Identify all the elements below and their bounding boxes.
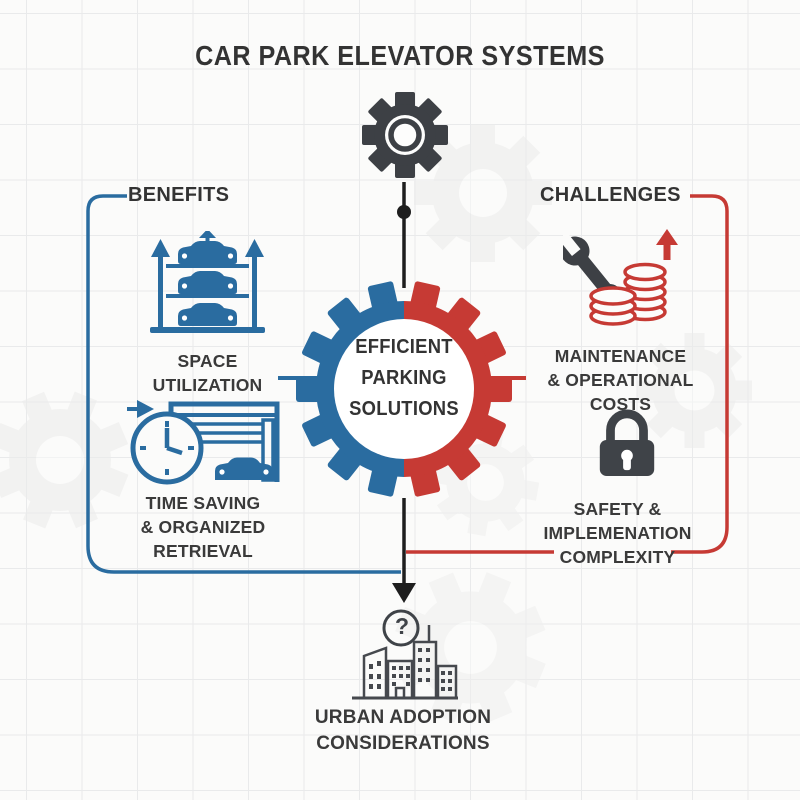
clock-garage-icon (127, 400, 280, 485)
gear-icon (362, 92, 448, 178)
challenges-heading: CHALLENGES (540, 184, 681, 206)
question-mark-buildings-icon (352, 609, 458, 700)
benefit-item-label: TIME SAVING & ORGANIZED RETRIEVAL (140, 493, 266, 562)
connector-dot (397, 205, 411, 219)
split-gear-icon (296, 280, 512, 498)
gear-watermark (637, 333, 752, 448)
down-arrowhead (392, 583, 416, 603)
padlock-icon (599, 409, 655, 476)
benefits-heading: BENEFITS (128, 184, 230, 206)
page-title: CAR PARK ELEVATOR SYSTEMS (195, 40, 605, 71)
benefits-bracket (86, 194, 401, 574)
stacked-cars-lift-icon (150, 231, 265, 333)
challenges-bracket (406, 194, 729, 554)
gear-watermark (414, 124, 552, 262)
question-mark-glyph: ? (394, 613, 410, 639)
wrench-coins-icon (563, 229, 678, 326)
footer-label: URBAN ADOPTION CONSIDERATIONS (314, 707, 492, 755)
benefit-item-label: SPACE UTILIZATION (152, 351, 263, 396)
challenge-item-label: SAFETY & IMPLEMENATION COMPLEXITY (543, 499, 692, 568)
center-hub: EFFICIENT PARKING SOLUTIONS (292, 277, 516, 501)
challenge-item-label: MAINTENANCE & OPERATIONAL COSTS (547, 346, 694, 415)
gear-watermark (0, 391, 129, 529)
center-label: EFFICIENT PARKING SOLUTIONS (349, 336, 459, 420)
